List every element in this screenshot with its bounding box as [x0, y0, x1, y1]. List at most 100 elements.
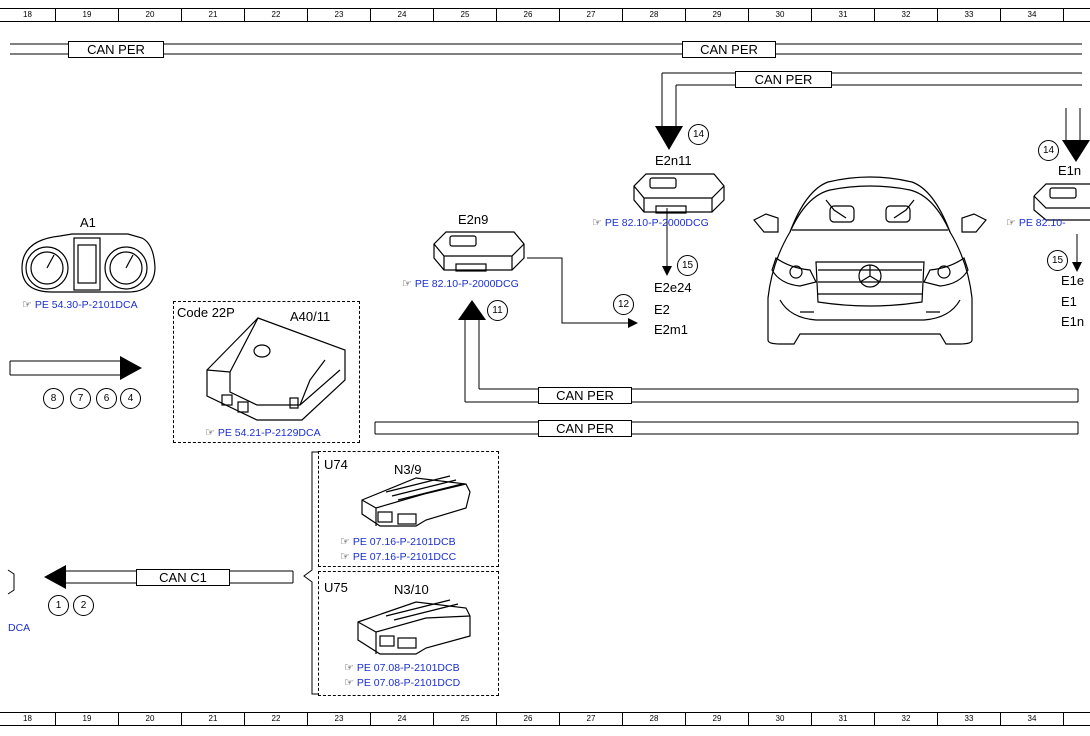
- hand-pointer-icon: ☞: [340, 536, 350, 548]
- e1-label: E1: [1061, 294, 1077, 309]
- connector-circle-12: 12: [613, 294, 634, 315]
- ruler-cell: 33: [937, 8, 1000, 22]
- ruler-border: [0, 712, 1090, 713]
- u74-dashed-box: [318, 451, 499, 567]
- a40-label: A40/11: [290, 309, 331, 324]
- hand-pointer-icon: ☞: [340, 551, 350, 563]
- ruler-cell: 18: [23, 10, 32, 19]
- ruler-cell: 19: [55, 8, 118, 22]
- ruler-cell: 26: [496, 712, 559, 726]
- ruler-cell: 20: [118, 8, 181, 22]
- n3-9-label: N3/9: [394, 462, 422, 477]
- ecu-bracket: [303, 451, 318, 695]
- connector-circle-8: 8: [43, 388, 64, 409]
- a40-code-label: Code 22P: [177, 305, 235, 320]
- ruler-cell: 21: [181, 712, 244, 726]
- connector-circle-6: 6: [96, 388, 117, 409]
- connector-circle-1: 1: [48, 595, 69, 616]
- connector-circle-14-e1n: 14: [1038, 140, 1059, 161]
- ruler-cell: 24: [370, 712, 433, 726]
- e2-label: E2: [654, 302, 670, 317]
- a40-dashed-box: [173, 301, 360, 443]
- ruler-cell: [1063, 8, 1090, 22]
- e1n-output-line: [1072, 234, 1082, 272]
- ruler-cell: 33: [937, 712, 1000, 726]
- e1n-ref-link[interactable]: ☞PE 82.10-: [1006, 217, 1066, 229]
- ruler-cell: 23: [307, 712, 370, 726]
- can-per-bus-lower: [374, 421, 1079, 435]
- e1n-output-label: E1n: [1061, 314, 1085, 329]
- ruler-cell: 28: [622, 712, 685, 726]
- hand-pointer-icon: ☞: [402, 278, 412, 290]
- connector-circle-2: 2: [73, 595, 94, 616]
- ruler-cell: 20: [118, 712, 181, 726]
- can-per-label-top-right: CAN PER: [682, 41, 776, 58]
- connector-circle-11: 11: [487, 300, 508, 321]
- ruler-cell: 32: [874, 712, 937, 726]
- can-per-bus-e1n: [1062, 108, 1090, 162]
- ruler-cell: 21: [181, 8, 244, 22]
- ruler-cell: 26: [496, 8, 559, 22]
- connector-circle-7: 7: [70, 388, 91, 409]
- u75-code-label: U75: [324, 580, 348, 595]
- ruler-cell: 28: [622, 8, 685, 22]
- u74-ecu-icon: [361, 475, 471, 527]
- n3-10-label: N3/10: [394, 582, 429, 597]
- connector-circle-15-e2: 15: [677, 255, 698, 276]
- can-per-label-top-left: CAN PER: [68, 41, 164, 58]
- connector-circle-15-e1: 15: [1047, 250, 1068, 271]
- ruler-cell: 30: [748, 8, 811, 22]
- u74-ref-link-2[interactable]: ☞PE 07.16-P-2101DCC: [340, 551, 457, 563]
- e2n11-ref-link[interactable]: ☞PE 82.10-P-2000DCG: [592, 217, 709, 229]
- ruler-cell: [1063, 712, 1090, 726]
- instrument-cluster-icon: [21, 233, 156, 293]
- e2n9-output-line: [527, 257, 638, 328]
- ruler-cell: 34: [1000, 712, 1063, 726]
- down-arrow-e2n11: [655, 126, 683, 150]
- u75-ecu-icon: [357, 599, 471, 655]
- ruler-cell: 18: [23, 714, 32, 723]
- a1-bus-arrow: [9, 356, 142, 380]
- e2e24-label: E2e24: [654, 280, 692, 295]
- e2m1-label: E2m1: [654, 322, 688, 337]
- ruler-cell: 27: [559, 8, 622, 22]
- can-per-label-e2n11: CAN PER: [735, 71, 832, 88]
- can-per-label-e2n9: CAN PER: [538, 387, 632, 404]
- connector-circle-4: 4: [120, 388, 141, 409]
- e2n9-ref-link[interactable]: ☞PE 82.10-P-2000DCG: [402, 278, 519, 290]
- hand-pointer-icon: ☞: [1006, 217, 1016, 229]
- ruler-cell: 29: [685, 712, 748, 726]
- ruler-cell: 31: [811, 8, 874, 22]
- e1n-module-icon: [1033, 183, 1090, 221]
- e2n9-label: E2n9: [458, 212, 489, 227]
- ruler-border: [0, 21, 1090, 22]
- ruler-cell: 19: [55, 712, 118, 726]
- ruler-cell: 29: [685, 8, 748, 22]
- ruler-cell: 27: [559, 712, 622, 726]
- u74-code-label: U74: [324, 457, 348, 472]
- a1-ref-link[interactable]: ☞PE 54.30-P-2101DCA: [22, 299, 138, 311]
- can-per-bus-top: [10, 43, 1082, 55]
- ruler-cell: 24: [370, 8, 433, 22]
- ruler-border: [0, 8, 1090, 9]
- hand-pointer-icon: ☞: [205, 427, 215, 439]
- hand-pointer-icon: ☞: [22, 299, 32, 311]
- a40-camera-unit-icon: [206, 317, 346, 421]
- u75-ref-link-1[interactable]: ☞PE 07.08-P-2101DCB: [344, 662, 460, 674]
- u75-ref-link-2[interactable]: ☞PE 07.08-P-2101DCD: [344, 677, 461, 689]
- a40-ref-link[interactable]: ☞PE 54.21-P-2129DCA: [205, 427, 321, 439]
- can-per-label-lower: CAN PER: [538, 420, 632, 437]
- u74-ref-link-1[interactable]: ☞PE 07.16-P-2101DCB: [340, 536, 456, 548]
- ruler-cell: 25: [433, 712, 496, 726]
- hand-pointer-icon: ☞: [344, 677, 354, 689]
- left-ref-fragment: DCA: [8, 622, 31, 634]
- a1-label: A1: [80, 215, 96, 230]
- connector-circle-14-e2n11: 14: [688, 124, 709, 145]
- ruler-cell: 22: [244, 8, 307, 22]
- ruler-cell: 25: [433, 8, 496, 22]
- e1e-label: E1e: [1061, 273, 1085, 288]
